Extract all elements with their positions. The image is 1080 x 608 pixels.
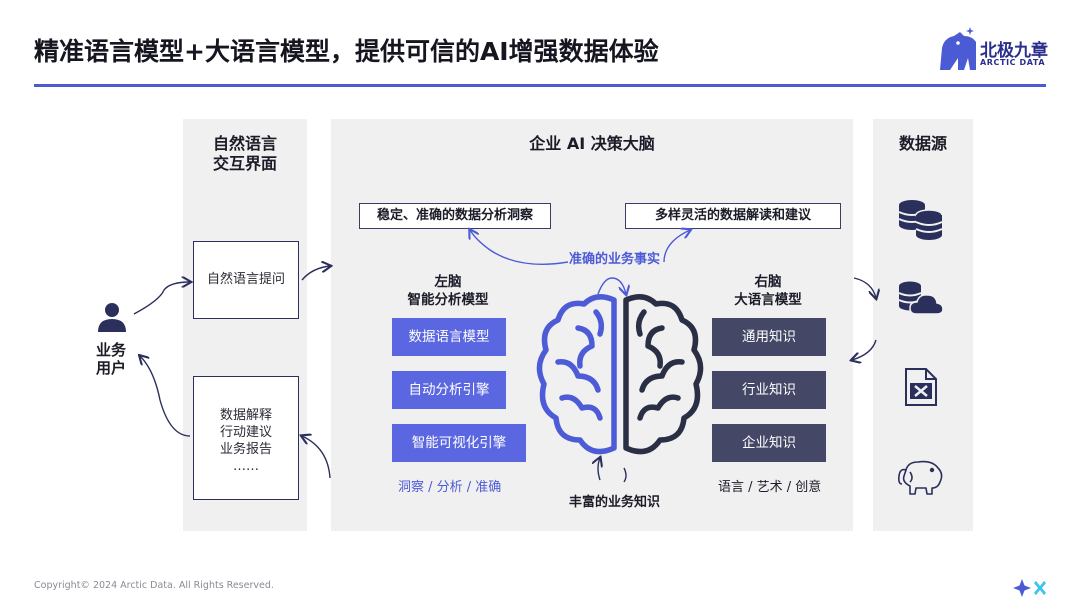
arrow-brain-to-output xyxy=(302,436,331,479)
output-box: 数据解释 行动建议 业务报告 …… xyxy=(193,376,299,500)
arrow-brain-bottom-cycle xyxy=(598,458,600,481)
arrow-facts-to-left-insight xyxy=(470,230,569,265)
output-list: 数据解释 行动建议 业务报告 …… xyxy=(219,408,272,474)
arrow-output-to-user xyxy=(140,356,191,437)
arrow-source-out xyxy=(852,339,877,360)
brand-name: 北极九章 xyxy=(980,41,1048,61)
right-brain-tags: 语言 / 艺术 / 创意 xyxy=(718,480,822,495)
right-brain-item-general: 通用知识 xyxy=(712,318,826,356)
copyright: Copyright© 2024 Arctic Data. All Rights … xyxy=(34,580,274,591)
sparkle-icon xyxy=(1013,579,1046,597)
arrow-facts-to-right-insight xyxy=(663,230,690,263)
interface-panel-title: 自然语言 交互界面 xyxy=(212,134,277,173)
arrow-user-to-query xyxy=(133,282,190,315)
right-brain-title: 右脑 大语言模型 xyxy=(734,274,802,308)
left-brain-item-visualization: 智能可视化引擎 xyxy=(392,424,526,462)
query-box: 自然语言提问 xyxy=(193,241,299,319)
brand-name-en: ARCTIC DATA xyxy=(980,58,1046,67)
left-brain-item-auto-analysis: 自动分析引擎 xyxy=(392,371,506,409)
hadoop-icon xyxy=(898,460,943,495)
arrow-source-in xyxy=(853,277,876,298)
polar-bear-icon xyxy=(940,27,976,70)
user-label: 业务 用户 xyxy=(95,341,126,377)
page-title: 精准语言模型+大语言模型，提供可信的AI增强数据体验 xyxy=(34,37,659,66)
arrow-brain-top-cycle xyxy=(597,277,626,294)
excel-icon xyxy=(905,368,937,406)
right-brain-item-industry: 行业知识 xyxy=(712,371,826,409)
title-divider xyxy=(34,84,1046,87)
left-brain-item-data-language-model: 数据语言模型 xyxy=(392,318,506,356)
insight-right: 多样灵活的数据解读和建议 xyxy=(625,203,841,229)
query-box-label: 自然语言提问 xyxy=(206,272,285,287)
arrow-query-to-brain xyxy=(301,266,330,281)
data-source-title: 数据源 xyxy=(898,134,947,153)
business-knowledge-label: 丰富的业务知识 xyxy=(569,495,661,510)
right-brain-item-enterprise: 企业知识 xyxy=(712,424,826,462)
user-icon xyxy=(98,303,126,332)
brain-icon xyxy=(536,294,704,455)
left-brain-title: 左脑 智能分析模型 xyxy=(407,274,489,308)
cloud-database-icon xyxy=(898,281,944,315)
database-icon xyxy=(898,200,943,240)
left-brain-tags: 洞察 / 分析 / 准确 xyxy=(398,480,502,495)
brain-panel-title: 企业 AI 决策大脑 xyxy=(529,134,655,153)
insight-left: 稳定、准确的数据分析洞察 xyxy=(359,203,551,229)
business-facts-label: 准确的业务事实 xyxy=(569,252,661,267)
